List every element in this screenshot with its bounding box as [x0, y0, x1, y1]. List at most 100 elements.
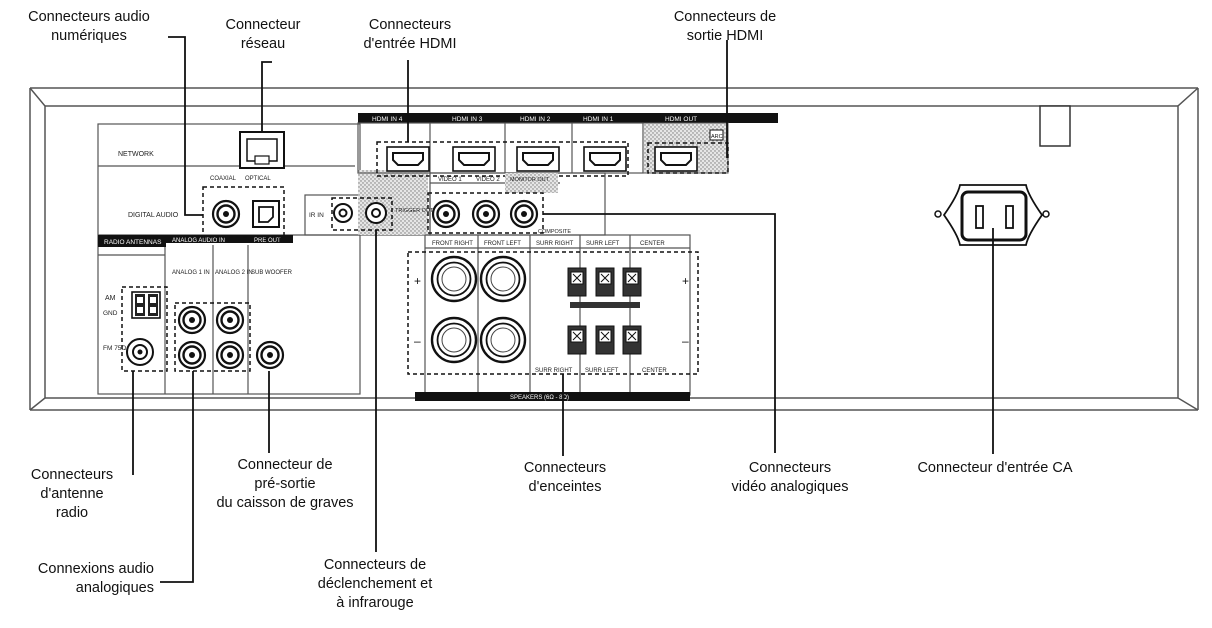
center-label-bottom: CENTER	[642, 368, 667, 374]
network-label: NETWORK	[118, 151, 154, 158]
fm-label: FM 75Ω	[103, 345, 126, 352]
video-dashed-box	[427, 192, 544, 234]
leader-digital-audio	[168, 36, 203, 216]
callout-digital-audio: Connecteurs audio numériques	[28, 9, 150, 44]
callout-antenna: Connecteurs d'antenne radio	[30, 467, 114, 521]
terminal-strip-top	[570, 302, 640, 308]
subwoofer-jack	[255, 340, 285, 370]
pre-out-header-bar	[248, 235, 293, 243]
front-left-minus-post	[479, 316, 527, 364]
callout-analog-audio: Connexions audio analogiques	[37, 561, 154, 596]
front-left-label: FRONT LEFT	[484, 241, 521, 247]
callout-network: Connecteur réseau	[225, 17, 301, 52]
ac-inlet	[934, 184, 1050, 246]
front-right-label: FRONT RIGHT	[432, 241, 473, 247]
analog-audio-header-bar	[166, 235, 248, 243]
video-2-label: VIDEO 2	[476, 177, 500, 183]
hdmi-in-3-port	[452, 146, 496, 172]
video-2-jack	[471, 199, 501, 229]
chassis-foot-tab	[1039, 105, 1071, 147]
callout-hdmi-out: Connecteurs de sortie HDMI	[673, 9, 777, 44]
sub-woofer-label: SUB WOOFER	[251, 270, 293, 276]
analog-1-in-right-jack	[177, 340, 207, 370]
leader-analog-video	[543, 213, 776, 453]
trigger-out-label: TRIGGER OUT	[395, 208, 434, 214]
antenna-dashed-box	[121, 286, 168, 372]
ir-trigger-dashed-box	[331, 197, 393, 231]
front-left-plus-post	[479, 255, 527, 303]
monitor-out-jack	[509, 199, 539, 229]
speakers-label: SPEAKERS (6Ω - 8Ω)	[510, 395, 569, 401]
radio-antennas-label: RADIO ANTENNAS	[104, 239, 162, 246]
network-jack	[239, 131, 285, 169]
center-minus-terminal	[622, 325, 642, 355]
radio-antennas-header-bar	[98, 235, 166, 247]
arc-label: ARC	[711, 134, 723, 140]
hdmi-in-2-label: HDMI IN 2	[520, 116, 551, 123]
analog-audio-dashed-box	[174, 302, 251, 372]
digital-audio-dashed-box	[202, 186, 285, 238]
speakers-dashed-box	[407, 251, 699, 375]
hdmi-in-3-label: HDMI IN 3	[452, 116, 483, 123]
callout-subwoofer: Connecteur de pré-sortie du caisson de g…	[216, 457, 354, 511]
surr-left-label: SURR LEFT	[586, 241, 620, 247]
pre-out-label: PRE OUT	[254, 238, 281, 244]
hdmi-out-label: HDMI OUT	[665, 116, 697, 123]
hdmi-in-2-port	[516, 146, 560, 172]
analog-1-in-label: ANALOG 1 IN	[172, 270, 210, 276]
surr-right-label-bottom: SURR RIGHT	[535, 368, 573, 374]
analog-2-in-left-jack	[215, 305, 245, 335]
analog-2-in-label: ANALOG 2 IN	[215, 270, 253, 276]
plus-left: +	[414, 274, 421, 288]
analog-audio-in-label: ANALOG AUDIO IN	[172, 238, 225, 244]
chassis	[29, 87, 1199, 411]
left-panel	[97, 123, 361, 395]
video-1-jack	[431, 199, 461, 229]
analog-1-in-left-jack	[177, 305, 207, 335]
front-right-minus-post	[430, 316, 478, 364]
leader-lines	[132, 36, 994, 583]
minus-left: –	[414, 334, 421, 348]
callout-analog-video: Connecteurs vidéo analogiques	[731, 460, 849, 495]
hdmi-in-4-label: HDMI IN 4	[372, 116, 403, 123]
optical-jack	[252, 200, 280, 228]
speakers-footer-bar	[415, 392, 690, 401]
ir-in-jack	[333, 203, 353, 223]
trigger-dotted-area	[358, 170, 428, 235]
am-gnd-terminal	[131, 291, 161, 319]
leader-analog-audio	[160, 371, 194, 583]
analog-2-in-right-jack	[215, 340, 245, 370]
surr-left-minus-terminal	[595, 325, 615, 355]
am-label: AM	[105, 295, 116, 302]
surr-right-plus-terminal	[567, 267, 587, 297]
coaxial-label: COAXIAL	[210, 176, 237, 182]
hdmi-in-1-label: HDMI IN 1	[583, 116, 614, 123]
arc-badge	[709, 129, 724, 141]
hdmi-out-dashed-box	[647, 142, 729, 174]
hdmi-in-4-port	[386, 146, 430, 172]
fm-antenna-jack	[126, 338, 154, 366]
hdmi-header-bar	[358, 113, 778, 123]
monitor-out-dotted-area	[505, 173, 558, 193]
center-plus-terminal	[622, 267, 642, 297]
surr-left-plus-terminal	[595, 267, 615, 297]
composite-label: COMPOSITE	[538, 229, 571, 235]
callout-speakers: Connecteurs d'enceintes	[523, 460, 607, 495]
center-label: CENTER	[640, 241, 665, 247]
trigger-out-jack	[365, 202, 387, 224]
surr-right-minus-terminal	[567, 325, 587, 355]
callout-trigger-ir: Connecteurs de déclenchement et à infrar…	[317, 557, 433, 611]
callout-hdmi-in: Connecteurs d'entrée HDMI	[363, 17, 457, 52]
optical-label: OPTICAL	[245, 176, 271, 182]
surr-left-label-bottom: SURR LEFT	[585, 368, 619, 374]
digital-audio-label: DIGITAL AUDIO	[128, 212, 179, 219]
minus-right: –	[682, 334, 689, 348]
hdmi-in-1-port	[583, 146, 627, 172]
surr-right-label: SURR RIGHT	[536, 241, 574, 247]
hdmi-out-port	[654, 146, 698, 172]
ir-in-label: IR IN	[309, 212, 324, 219]
plus-right: +	[682, 274, 689, 288]
front-right-plus-post	[430, 255, 478, 303]
